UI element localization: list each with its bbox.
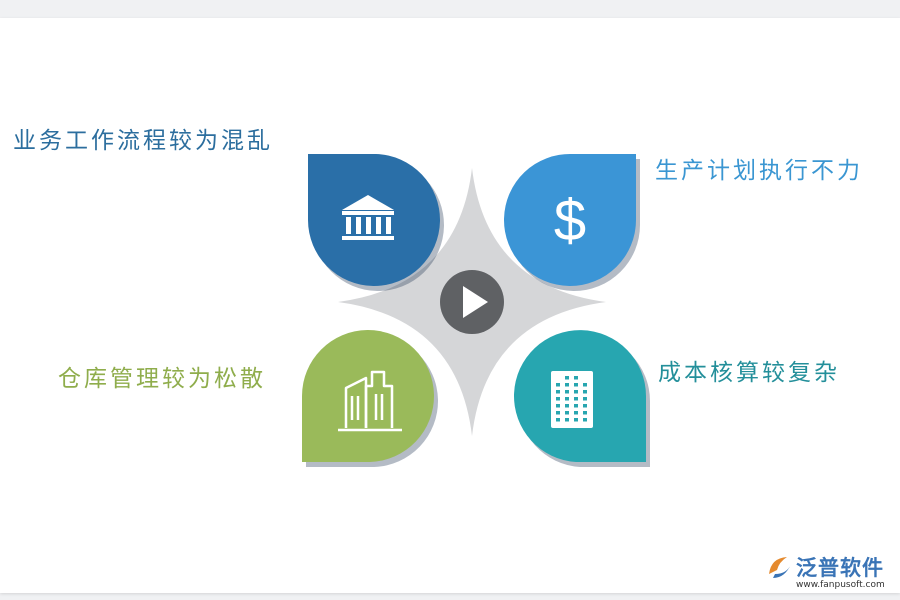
office-window [574, 404, 578, 408]
office-window [556, 418, 560, 422]
play-icon [463, 286, 488, 318]
office-window [556, 411, 560, 415]
office-window [583, 418, 587, 422]
office-window [556, 390, 560, 394]
office-window [583, 411, 587, 415]
office-window [574, 418, 578, 422]
office-window [583, 404, 587, 408]
office-window [565, 418, 569, 422]
office-window [556, 397, 560, 401]
logo-url: www.fanpusoft.com [796, 580, 885, 590]
office-window [565, 390, 569, 394]
logo-icon [769, 557, 791, 578]
bank-building-icon [342, 195, 394, 240]
office-window [565, 411, 569, 415]
office-building-icon [551, 371, 593, 428]
logo-name: 泛普软件 [796, 556, 884, 580]
office-window [574, 397, 578, 401]
petal-bottom-left [302, 330, 434, 462]
office-window [565, 397, 569, 401]
label-top-left: 业务工作流程较为混乱 [13, 128, 273, 154]
office-window [565, 376, 569, 380]
label-top-right: 生产计划执行不力 [655, 158, 863, 184]
office-window [556, 404, 560, 408]
office-window [574, 411, 578, 415]
label-bottom-left: 仓库管理较为松散 [58, 366, 266, 392]
office-window [574, 390, 578, 394]
play-button[interactable] [440, 270, 504, 334]
petal-top-left [308, 154, 441, 286]
office-window [583, 397, 587, 401]
office-window [583, 390, 587, 394]
city-buildings-icon [338, 370, 402, 432]
petal-top-right [504, 153, 636, 286]
office-window [583, 383, 587, 387]
dollar-sign-icon: $ [554, 188, 586, 253]
brand-logo[interactable]: 泛普软件 www.fanpusoft.com [765, 548, 895, 596]
office-window [565, 404, 569, 408]
office-window [565, 383, 569, 387]
office-window [574, 376, 578, 380]
office-window [556, 383, 560, 387]
label-bottom-right: 成本核算较复杂 [658, 360, 840, 386]
office-window [574, 383, 578, 387]
